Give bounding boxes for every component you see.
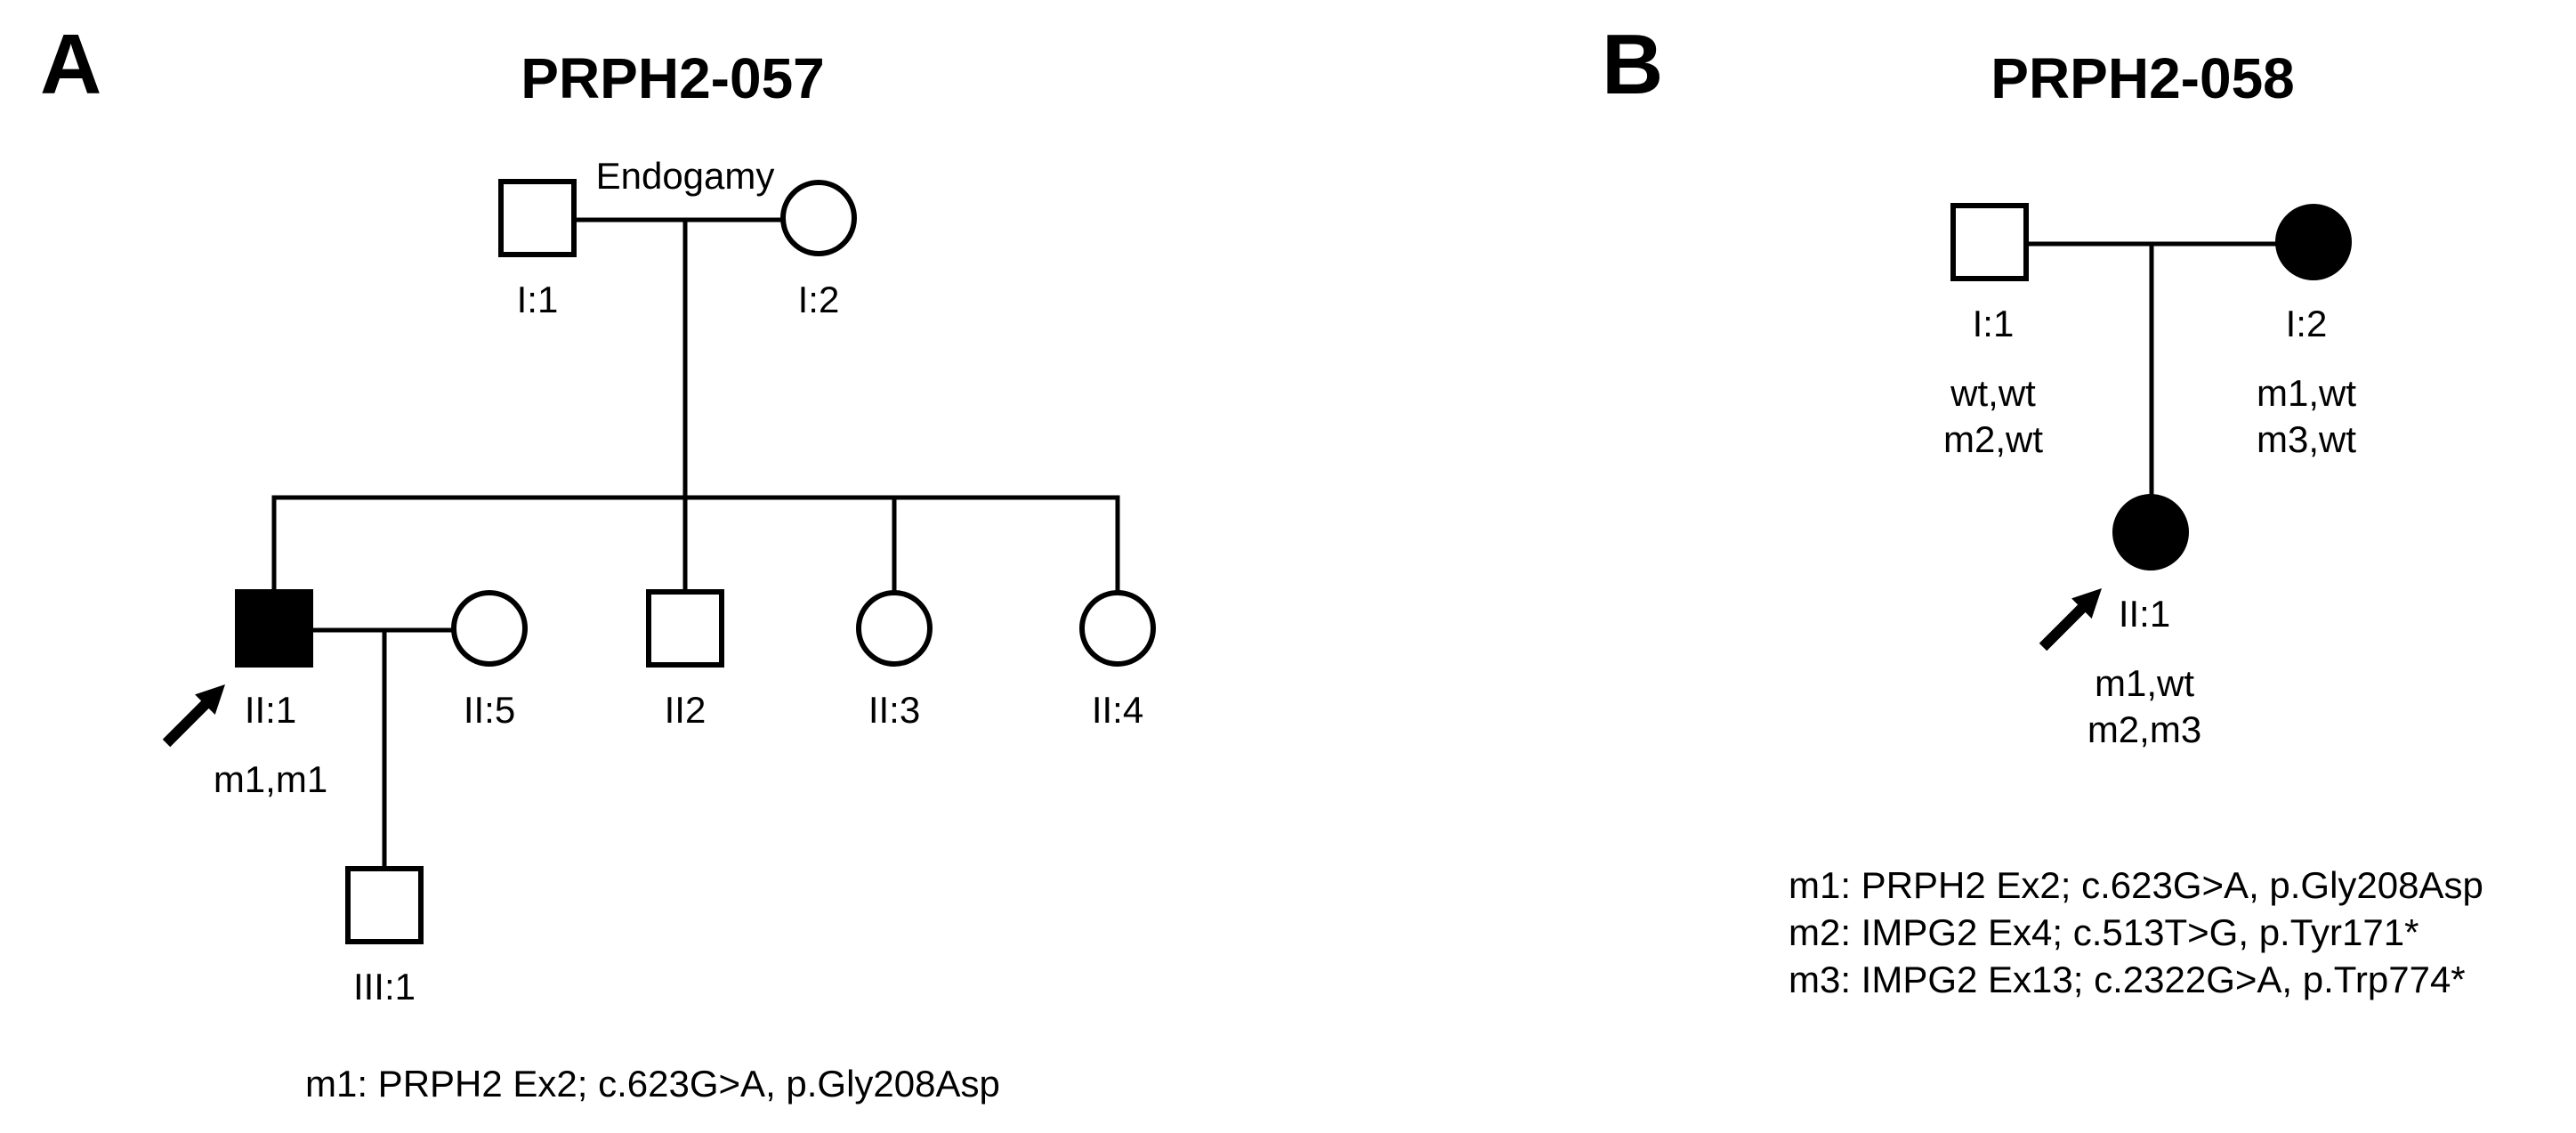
panel-b: I:1wt,wtm2,wtI:2m1,wtm3,wtII:1m1,wtm2,m3… — [1602, 17, 2483, 1000]
individual-ii-4-symbol — [1079, 590, 1156, 667]
legend-line-a-1: m1: PRPH2 Ex2; c.623G>A, p.Gly208Asp — [305, 1063, 1000, 1105]
individual-label-ii-1: II:1 — [245, 689, 296, 731]
individual-ii-3-symbol — [856, 590, 933, 667]
panel-title-b: PRPH2-058 — [1991, 46, 2295, 110]
individual-label-i-1: I:1 — [1973, 303, 2015, 344]
individual-iii-1-symbol — [345, 866, 424, 944]
panel-letter-b: B — [1602, 17, 1663, 112]
genotype-label-ii-1-1: m1,wt — [2095, 662, 2194, 704]
individual-label-i-2: I:2 — [2286, 303, 2328, 344]
individual-ii-1-symbol — [2112, 494, 2189, 571]
individual-label-ii-3: II:3 — [868, 689, 920, 731]
individual-ii-1-symbol — [235, 589, 313, 668]
panel-letter-a: A — [40, 17, 101, 112]
individual-i-1-symbol — [1950, 203, 2029, 281]
genotype-label-ii-1-2: m2,m3 — [2087, 708, 2201, 750]
individual-label-ii-1: II:1 — [2119, 593, 2170, 635]
panel-title-a: PRPH2-057 — [521, 46, 825, 110]
individual-ii-5-symbol — [451, 590, 528, 667]
individual-label-ii-5: II:5 — [464, 689, 515, 731]
genotype-label-ii-1-1: m1,m1 — [214, 758, 327, 800]
proband-arrow-shaft-ii-1 — [2039, 599, 2091, 651]
legend-line-b-1: m1: PRPH2 Ex2; c.623G>A, p.Gly208Asp — [1789, 864, 2483, 906]
individual-label-i-2: I:2 — [798, 279, 840, 320]
genotype-label-i-2-1: m1,wt — [2257, 372, 2356, 414]
genotype-label-i-2-2: m3,wt — [2257, 418, 2356, 460]
individual-label-ii2: II2 — [665, 689, 707, 731]
individual-label-i-1: I:1 — [517, 279, 559, 320]
individual-i-2-symbol — [2275, 204, 2352, 280]
proband-arrow-shaft-ii-1 — [162, 695, 214, 748]
union-label: Endogamy — [596, 155, 775, 197]
individual-i-1-symbol — [498, 179, 577, 257]
individual-label-iii-1: III:1 — [353, 966, 416, 1008]
individual-i-2-symbol — [780, 180, 857, 256]
legend-line-b-2: m2: IMPG2 Ex4; c.513T>G, p.Tyr171* — [1789, 911, 2419, 953]
individual-label-ii-4: II:4 — [1092, 689, 1143, 731]
genotype-label-i-1-2: m2,wt — [1943, 418, 2043, 460]
individual-ii2-symbol — [646, 589, 724, 668]
legend-line-b-3: m3: IMPG2 Ex13; c.2322G>A, p.Trp774* — [1789, 959, 2466, 1000]
genotype-label-i-1-1: wt,wt — [1950, 372, 2036, 414]
